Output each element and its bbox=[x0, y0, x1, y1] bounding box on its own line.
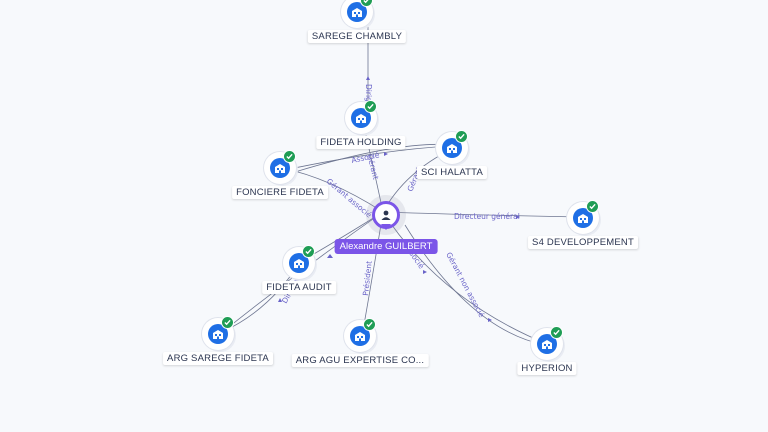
company-label: SCI HALATTA bbox=[416, 166, 488, 179]
edge-s4-developpement bbox=[382, 211, 581, 218]
edge-arrow bbox=[423, 270, 427, 274]
building-icon bbox=[573, 208, 593, 228]
building-icon bbox=[350, 326, 370, 346]
building-icon bbox=[442, 138, 462, 158]
person-label: Alexandre GUILBERT bbox=[334, 239, 438, 254]
company-label: ARG SAREGE FIDETA bbox=[163, 352, 273, 365]
company-label: SAREGE CHAMBLY bbox=[307, 30, 407, 43]
building-icon bbox=[351, 108, 371, 128]
edge-arrow bbox=[516, 215, 520, 219]
check-icon bbox=[302, 245, 315, 258]
check-icon bbox=[455, 130, 468, 143]
company-label: FONCIERE FIDETA bbox=[232, 186, 328, 199]
company-label: FIDETA HOLDING bbox=[316, 136, 406, 149]
edge-label: Président bbox=[361, 260, 374, 296]
edge-arrow bbox=[278, 298, 282, 302]
building-icon bbox=[208, 324, 228, 344]
company-label: ARG AGU EXPERTISE CO... bbox=[291, 354, 429, 367]
company-label: FIDETA AUDIT bbox=[262, 281, 336, 294]
building-icon bbox=[289, 253, 309, 273]
edge-hyperion bbox=[382, 211, 548, 345]
building-icon bbox=[537, 334, 557, 354]
edge-label: Directeur général bbox=[454, 212, 520, 221]
edge-arrow bbox=[384, 152, 388, 156]
edge-fideta-holding-sci bbox=[284, 145, 451, 171]
check-icon bbox=[586, 200, 599, 213]
edge-label: Gérant non associé bbox=[444, 251, 486, 320]
company-label: S4 DEVELOPPEMENT bbox=[528, 236, 638, 249]
edge-arrow bbox=[327, 254, 333, 258]
edge-arrow bbox=[366, 76, 370, 80]
check-icon bbox=[283, 150, 296, 163]
check-icon bbox=[550, 326, 563, 339]
check-icon bbox=[363, 318, 376, 331]
company-label: HYPERION bbox=[517, 362, 577, 375]
building-icon bbox=[270, 158, 290, 178]
building-icon bbox=[347, 2, 367, 22]
check-icon bbox=[221, 316, 234, 329]
check-icon bbox=[364, 100, 377, 113]
edge-arrow bbox=[488, 318, 492, 322]
